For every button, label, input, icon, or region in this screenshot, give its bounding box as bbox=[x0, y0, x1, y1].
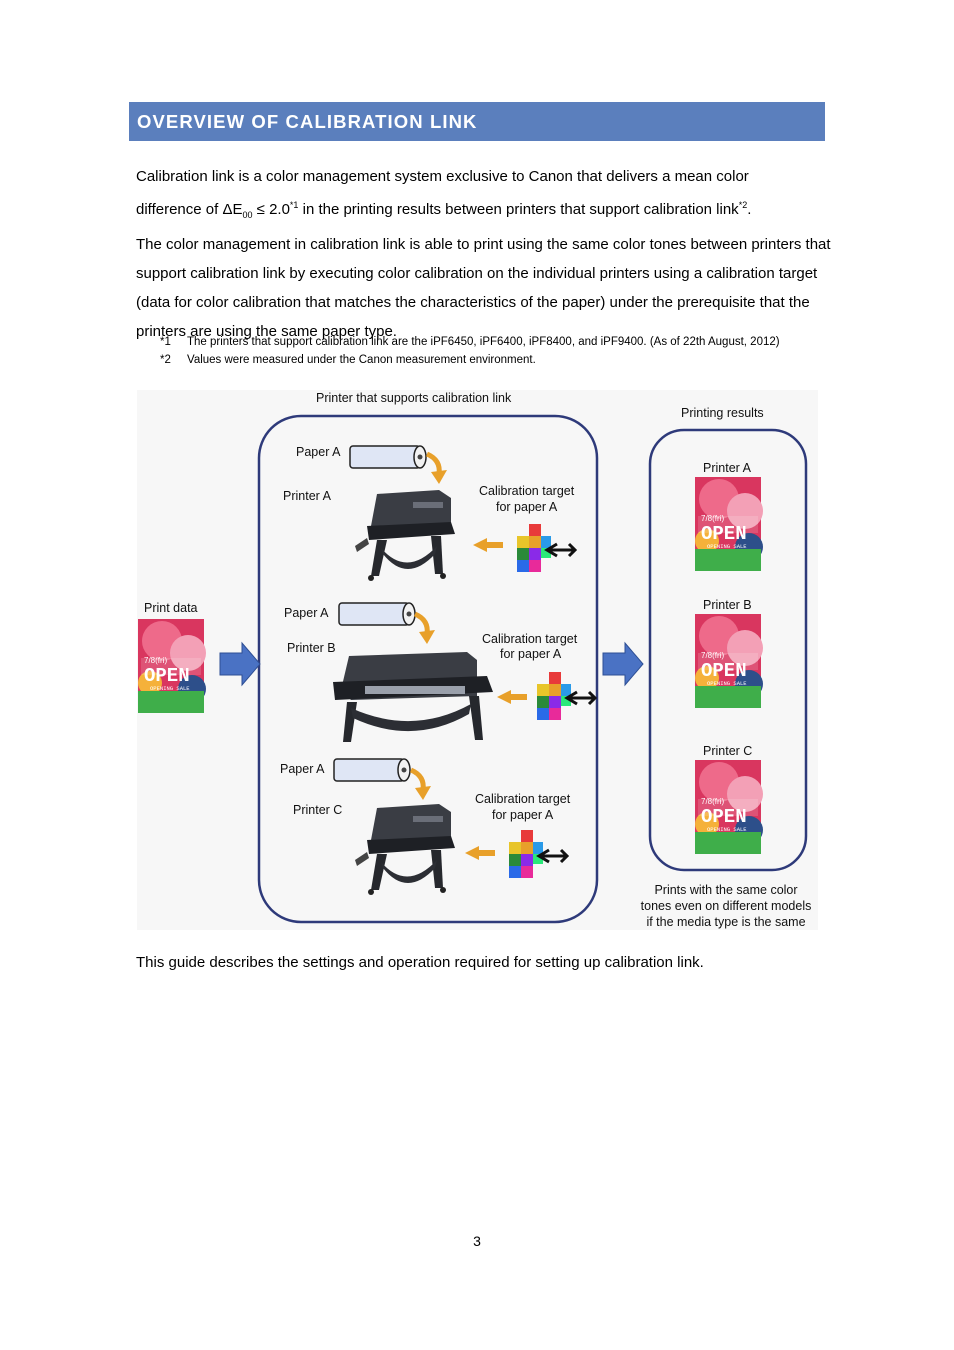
poster-small-text: 7/8(fri) bbox=[144, 656, 167, 665]
footnote-text: The printers that support calibration li… bbox=[187, 336, 780, 348]
row-a-target-line2: for paper A bbox=[496, 500, 558, 514]
intro-line-2-end: . bbox=[747, 201, 752, 218]
section-title: OVERVIEW OF CALIBRATION LINK bbox=[137, 111, 478, 132]
poster-small-text: 7/8(fri) bbox=[701, 514, 724, 523]
row-b-printer-label: Printer B bbox=[287, 641, 336, 655]
result-b-poster: 7/8(fri) OPEN OPENING SALE bbox=[695, 614, 763, 708]
caption-line-3: if the media type is the same bbox=[646, 915, 805, 929]
row-c-printer bbox=[355, 804, 455, 895]
row-c-printer-label: Printer C bbox=[293, 803, 342, 817]
row-c-target-chart bbox=[507, 828, 569, 880]
caption-line-2: tones even on different models bbox=[641, 899, 812, 913]
footnote-text: Values were measured under the Canon mea… bbox=[187, 354, 536, 366]
calibration-link-box bbox=[257, 414, 599, 924]
page-number: 3 bbox=[473, 1233, 481, 1249]
poster-small-text: 7/8(fri) bbox=[701, 651, 724, 660]
row-c-target-line2: for paper A bbox=[492, 808, 554, 822]
footnote-mark: *1 bbox=[160, 336, 171, 348]
row-c-paper-label: Paper A bbox=[280, 762, 325, 776]
center-title: Printer that supports calibration link bbox=[316, 391, 512, 405]
row-c-target-arrow bbox=[465, 846, 495, 860]
results-box bbox=[648, 428, 808, 872]
poster-open-text: OPEN bbox=[701, 523, 747, 545]
intro-paragraph: Calibration link is a color management s… bbox=[136, 162, 836, 346]
footnote-ref-2: *2 bbox=[738, 200, 748, 210]
row-a-paper-roll bbox=[349, 445, 427, 469]
poster-open-text: OPEN bbox=[701, 806, 747, 828]
poster-sale-text: OPENING SALE bbox=[150, 685, 190, 692]
closing-paragraph: This guide describes the settings and op… bbox=[136, 954, 704, 971]
print-data-poster: 7/8(fri) OPEN OPENING SALE bbox=[138, 619, 206, 713]
result-c-label: Printer C bbox=[703, 744, 752, 758]
footnotes: *1 The printers that support calibration… bbox=[160, 335, 830, 371]
poster-sale-text: OPENING SALE bbox=[707, 680, 747, 687]
arrow-to-results bbox=[602, 642, 644, 686]
row-a-target-line1: Calibration target bbox=[479, 484, 575, 498]
delta-e-subscript: 00 bbox=[242, 210, 253, 220]
intro-line-2-prefix: difference of ΔE bbox=[136, 201, 243, 218]
row-a-feed-arrow bbox=[427, 454, 447, 484]
results-title: Printing results bbox=[681, 406, 764, 420]
row-a-printer-label: Printer A bbox=[283, 489, 332, 503]
row-c-target-line1: Calibration target bbox=[475, 792, 571, 806]
row-b-feed-arrow bbox=[415, 614, 435, 644]
intro-rest: The color management in calibration link… bbox=[136, 236, 831, 340]
row-a-target-chart bbox=[515, 522, 577, 574]
caption-line-1: Prints with the same color bbox=[654, 883, 797, 897]
footnote-2: *2 Values were measured under the Canon … bbox=[160, 353, 830, 368]
row-b-target-arrow bbox=[497, 690, 527, 704]
poster-small-text: 7/8(fri) bbox=[701, 797, 724, 806]
row-c-paper-roll bbox=[333, 758, 411, 782]
intro-line-2-after: in the printing results between printers… bbox=[298, 201, 739, 218]
intro-line-2-mid: ≤ 2.0 bbox=[252, 201, 290, 218]
row-a-target-arrow bbox=[473, 538, 503, 552]
result-c-poster: 7/8(fri) OPEN OPENING SALE bbox=[695, 760, 763, 854]
arrow-to-printers bbox=[219, 642, 261, 686]
footnote-mark: *2 bbox=[160, 354, 171, 366]
poster-open-text: OPEN bbox=[144, 665, 190, 687]
section-header-bar: OVERVIEW OF CALIBRATION LINK bbox=[129, 102, 825, 141]
poster-sale-text: OPENING SALE bbox=[707, 543, 747, 550]
footnote-ref-1: *1 bbox=[289, 200, 299, 210]
poster-sale-text: OPENING SALE bbox=[707, 826, 747, 833]
row-b-printer bbox=[333, 652, 493, 742]
row-b-paper-roll bbox=[338, 602, 416, 626]
result-b-label: Printer B bbox=[703, 598, 752, 612]
footnote-1: *1 The printers that support calibration… bbox=[160, 335, 830, 350]
row-a-printer bbox=[355, 490, 455, 581]
row-b-target-chart bbox=[535, 670, 597, 722]
result-a-label: Printer A bbox=[703, 461, 752, 475]
print-data-label: Print data bbox=[144, 601, 198, 615]
row-a-paper-label: Paper A bbox=[296, 445, 341, 459]
row-b-target-line1: Calibration target bbox=[482, 632, 578, 646]
row-b-target-line2: for paper A bbox=[500, 647, 562, 661]
intro-line-1: Calibration link is a color management s… bbox=[136, 168, 749, 185]
poster-open-text: OPEN bbox=[701, 660, 747, 682]
row-c-feed-arrow bbox=[411, 770, 431, 800]
calibration-diagram: Printer that supports calibration link P… bbox=[137, 390, 818, 930]
row-b-paper-label: Paper A bbox=[284, 606, 329, 620]
result-a-poster: 7/8(fri) OPEN OPENING SALE bbox=[695, 477, 763, 571]
